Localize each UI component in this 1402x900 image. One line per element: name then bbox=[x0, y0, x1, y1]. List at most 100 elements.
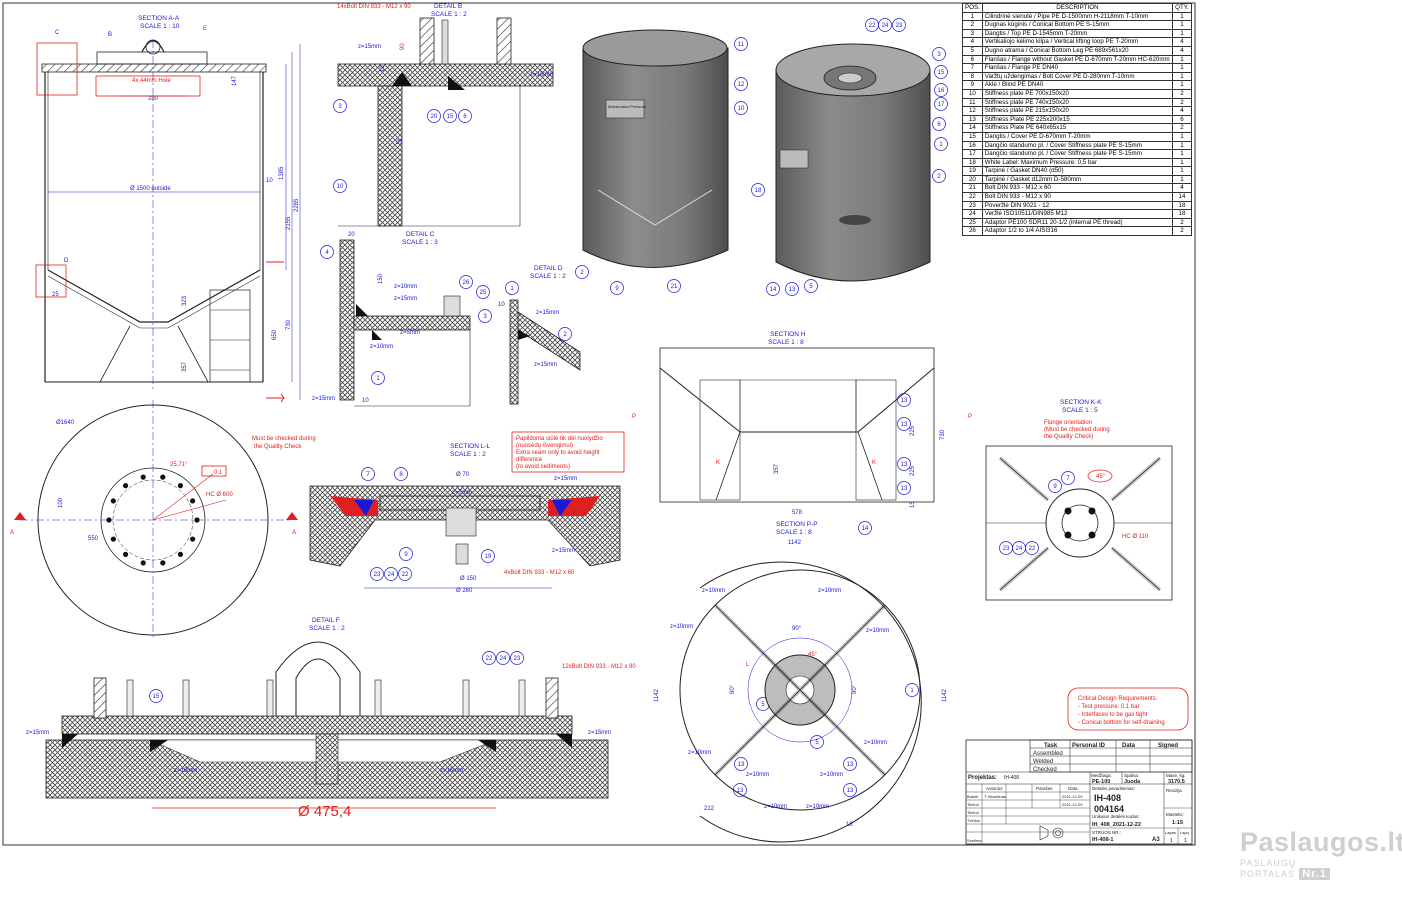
detail-c-z10-a: z=10mm bbox=[394, 284, 417, 290]
svg-text:13: 13 bbox=[847, 788, 854, 794]
section-kk-note3: the Quality Check) bbox=[1044, 434, 1093, 440]
section-aa-scale: SCALE 1 : 10 bbox=[140, 23, 180, 30]
bom-description: Adaptor 1/2 to 1/4 AISI316 bbox=[981, 226, 1174, 237]
detail-c-scale: SCALE 1 : 3 bbox=[402, 239, 438, 246]
section-ll-dim-150: Ø 150 bbox=[460, 576, 477, 582]
bolt-hole bbox=[122, 551, 129, 558]
bom-header-description: DESCRIPTION bbox=[981, 3, 1174, 13]
part-balloon: 24 bbox=[384, 567, 398, 581]
svg-text:13: 13 bbox=[737, 788, 744, 794]
detail-c-z10-b: z=10mm bbox=[370, 344, 393, 350]
bom-qty: 2 bbox=[1172, 217, 1192, 228]
section-kk-angle: 45° bbox=[1096, 474, 1106, 480]
tb-unikalus: IH_408_2021-12-22 bbox=[1092, 822, 1141, 828]
bolt-hole bbox=[177, 551, 184, 558]
bom-header-pos: POS. bbox=[962, 3, 983, 13]
svg-text:14: 14 bbox=[770, 287, 777, 293]
tb-lapu: Lapų bbox=[1180, 830, 1190, 835]
bom-description: Varžtų uždengimas / Bolt Cover PE D-280m… bbox=[981, 71, 1174, 82]
detail-d-view: DETAIL D SCALE 1 : 2 z=15mm z=15mm 10 bbox=[498, 265, 581, 405]
svg-text:9: 9 bbox=[404, 552, 408, 558]
section-pp-title: SECTION P-P bbox=[776, 521, 818, 528]
sheet-border bbox=[2, 2, 1196, 846]
svg-text:22: 22 bbox=[402, 572, 409, 578]
bom-qty: 1 bbox=[1172, 166, 1192, 176]
bom-pos: 20 bbox=[962, 174, 983, 185]
section-pp-dim-1142-right: 1142 bbox=[942, 688, 948, 702]
part-balloon: 13 bbox=[897, 393, 911, 407]
bottom-plan-dim-100: 100 bbox=[58, 497, 64, 508]
part-balloon: 17 bbox=[934, 97, 948, 111]
svg-text:7: 7 bbox=[366, 472, 370, 478]
svg-text:13: 13 bbox=[901, 462, 908, 468]
bom-description: Vertikaliojo kėlimo kilpa / Vertical lif… bbox=[981, 37, 1174, 47]
bolt bbox=[182, 679, 190, 717]
detail-c-dim-10: 10 bbox=[362, 398, 369, 404]
bolt-hole bbox=[194, 517, 200, 523]
bolt bbox=[518, 679, 526, 717]
section-hh-title: SECTION H bbox=[770, 331, 806, 338]
section-ll-z7: z=7mm bbox=[452, 490, 472, 496]
tb-detales-pav-label: Detalės pavadinimas: bbox=[1092, 786, 1135, 791]
tb-welded: Welded bbox=[1033, 759, 1053, 765]
detail-f-z15-a: z=15mm bbox=[26, 730, 49, 736]
svg-text:13: 13 bbox=[847, 762, 854, 768]
bolt bbox=[462, 679, 470, 717]
section-kk-scale: SCALE 1 : 5 bbox=[1062, 407, 1098, 414]
bom-qty: 2 bbox=[1172, 97, 1192, 108]
section-hh-dim-225-b: 225 bbox=[910, 465, 916, 476]
weld-z-label: z=10mm bbox=[864, 740, 887, 746]
section-aa-callout-c: C bbox=[55, 30, 60, 36]
bom-qty: 4 bbox=[1172, 106, 1192, 116]
tb-svetima: Svetima bbox=[967, 838, 982, 843]
bom-qty: 18 bbox=[1172, 200, 1192, 211]
section-pp-dim-1142-top: 1142 bbox=[788, 540, 802, 546]
detail-c-title: DETAIL C bbox=[406, 231, 435, 238]
requirements-title: Critical Design Requirements: bbox=[1078, 696, 1158, 702]
bom-pos: 19 bbox=[962, 166, 983, 176]
bom-description: Dugno atrama / Conical Bottom Leg PE 689… bbox=[981, 45, 1174, 56]
bom-description: Stiffness Plate PE 640x65x15 bbox=[981, 123, 1174, 133]
bom-description: Stiffness Plate PE 225x200x15 bbox=[981, 114, 1174, 125]
svg-text:13: 13 bbox=[789, 287, 796, 293]
part-balloon: 5 bbox=[810, 735, 824, 749]
tb-medziaga: PE-100 bbox=[1092, 779, 1110, 785]
section-pp-callout-l: L bbox=[746, 662, 750, 668]
tb-detales-pav: IH-408 bbox=[1094, 793, 1121, 803]
svg-text:6: 6 bbox=[937, 122, 941, 128]
tb-tikrino2: Tikrino bbox=[967, 810, 980, 815]
part-balloon: 23 bbox=[892, 18, 906, 32]
detail-d-scale: SCALE 1 : 2 bbox=[530, 273, 566, 280]
watermark-brand: Paslaugos.lt bbox=[1240, 827, 1402, 857]
svg-text:13: 13 bbox=[901, 486, 908, 492]
bom-pos: 16 bbox=[962, 140, 983, 151]
tb-data2: Data bbox=[1068, 786, 1078, 791]
detail-c-dim-150: 150 bbox=[378, 273, 384, 284]
section-aa-dim-357: 357 bbox=[182, 361, 188, 372]
part-balloon: 7 bbox=[1061, 471, 1075, 485]
part-balloon: 13 bbox=[897, 481, 911, 495]
tb-assembled: Assembled bbox=[1033, 751, 1063, 757]
bom-qty: 1 bbox=[1172, 63, 1192, 73]
tb-lapas-n: 1 bbox=[1170, 838, 1173, 844]
bom-description: Tarpinė / Gasket DN40 (d50) bbox=[981, 166, 1174, 176]
section-pp-dim-212: 212 bbox=[704, 806, 715, 812]
bom-qty: 1 bbox=[1172, 140, 1192, 151]
detail-d-z15-b: z=15mm bbox=[534, 362, 557, 368]
bom-pos: 15 bbox=[962, 131, 983, 142]
detail-b-title: DETAIL B bbox=[434, 3, 462, 10]
part-balloon: 23 bbox=[510, 651, 524, 665]
bolt-hole bbox=[140, 560, 146, 566]
bom-qty: 1 bbox=[1172, 174, 1192, 185]
bom-pos: 1 bbox=[962, 11, 983, 22]
bom-pos: 3 bbox=[962, 28, 983, 39]
part-balloon: 12 bbox=[734, 77, 748, 91]
requirements-r3: - Conical bottom for self-draining bbox=[1078, 720, 1165, 726]
bolt-hole bbox=[110, 498, 116, 504]
bom-qty: 1 bbox=[1172, 28, 1192, 39]
